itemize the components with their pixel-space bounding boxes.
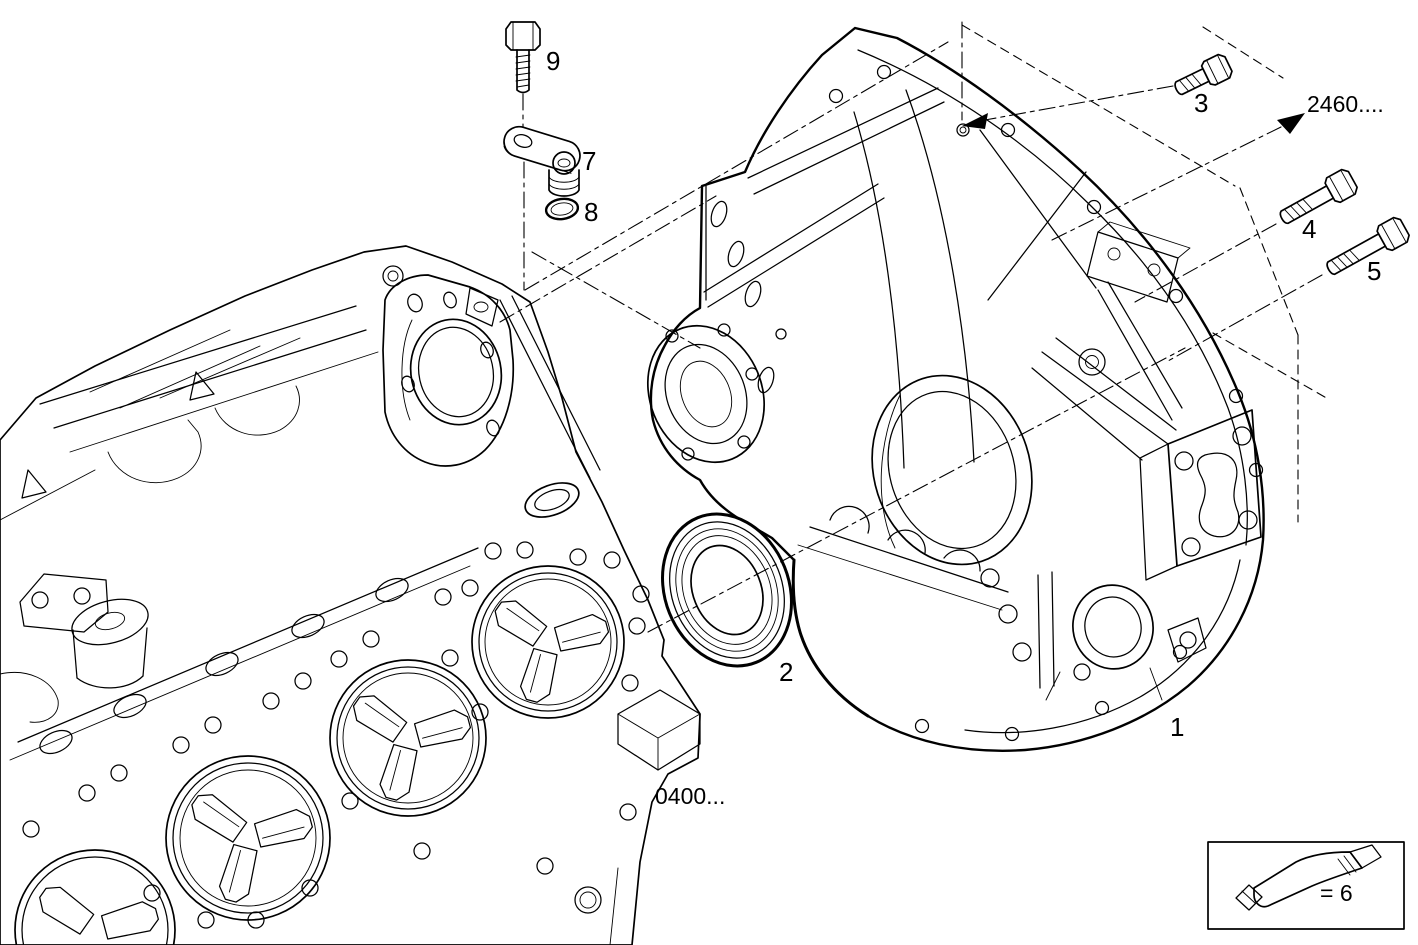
callout-8: 8 [584, 197, 598, 227]
callout-2: 2 [779, 657, 793, 687]
bolt9-centerline [522, 93, 525, 291]
pan-rail-band [9, 547, 479, 761]
deck-surface-lines [39, 305, 379, 453]
sealant-equals-label: = 6 [1320, 880, 1353, 906]
bolt3-leader [984, 85, 1174, 121]
bolt-9-drawing [505, 21, 541, 94]
mount-step-bracket [617, 689, 701, 771]
crankshaft-axis-line [647, 347, 1186, 633]
bolt-3-drawing [1174, 53, 1233, 96]
perimeter-bolt-holes [828, 64, 1264, 742]
oring-8-drawing [544, 197, 580, 221]
top-right-pad [1086, 221, 1191, 303]
engine-block-drawing [0, 245, 701, 945]
ghost-gearbox-line-5 [1212, 332, 1331, 401]
leader-plug-to-pto [531, 251, 701, 349]
leader-retainer-flange [499, 195, 717, 323]
callout-9: 9 [546, 46, 560, 76]
bolt3-leader-arrowhead [962, 113, 988, 129]
sealant-legend-box [1207, 841, 1405, 930]
retainer-7-drawing [503, 125, 581, 197]
cylindrical-boss [0, 598, 149, 723]
rear-seal-flange [382, 265, 601, 518]
callout-7: 7 [582, 146, 596, 176]
legend-box-frame [1207, 841, 1405, 930]
central-bore [871, 374, 1033, 566]
leader-retainer-upper [524, 41, 949, 291]
cylinder-bore-2 [329, 659, 487, 817]
right-mount-flange [1031, 337, 1262, 581]
callout-5: 5 [1367, 256, 1381, 286]
housing-shadow-edge [791, 558, 870, 718]
callouts: 9 7 8 3 4 5 2 1 2460.... 0400... = 6 [546, 46, 1384, 906]
callout-3: 3 [1194, 88, 1208, 118]
sealant-tube-icon [1235, 844, 1382, 911]
gearbox-arrowhead [1277, 113, 1305, 134]
valley-ribs [0, 329, 301, 521]
crankshaft-seal-drawing [661, 512, 793, 668]
callout-1: 1 [1170, 712, 1184, 742]
bolt-5-drawing [1326, 216, 1410, 276]
deck-bolt-holes [22, 541, 650, 929]
housing-face-ribs [703, 87, 1183, 689]
face-plug-boss-hole [1085, 355, 1099, 369]
bolt-4-drawing [1279, 168, 1358, 225]
ghost-gearbox-line-1 [961, 24, 1236, 187]
gearbox-figure-reference: 2460.... [1307, 91, 1384, 117]
engine-figure-reference: 0400... [655, 783, 725, 809]
callout-4: 4 [1302, 214, 1316, 244]
ghost-gearbox-line-3 [1239, 187, 1299, 336]
housing-inner-rim-top [857, 49, 1248, 546]
bolt4-leader [1134, 223, 1277, 303]
bottom-mount-boss [1045, 584, 1207, 701]
cylinder-bore-1 [471, 565, 625, 719]
front-bracket [19, 573, 109, 633]
bottom-edge-ring [574, 867, 619, 945]
face-plug-boss [1078, 348, 1106, 376]
leader-lines [499, 21, 1331, 633]
cylinder-bore-4 [14, 849, 176, 945]
housing-outline [649, 26, 1265, 752]
ghost-gearbox-line-2 [1202, 26, 1284, 79]
gearbox-arrow-leader [1051, 126, 1282, 241]
bottom-scallop-flange [797, 505, 1032, 662]
engine-block-silhouette [0, 245, 701, 945]
pto-cover-boss [646, 323, 766, 464]
flywheel-housing-drawing [646, 26, 1265, 752]
gearbox-reference-arrow [1051, 113, 1305, 241]
